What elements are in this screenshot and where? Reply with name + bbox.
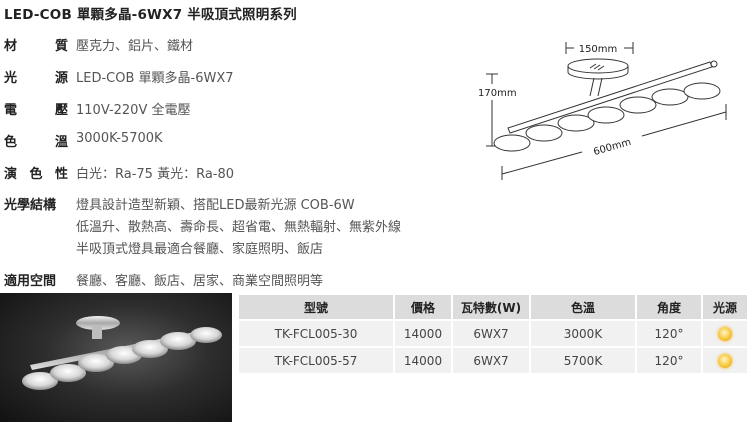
column-header-price: 價格 bbox=[395, 295, 451, 319]
product-spec-table: 型號 價格 瓦特數(W) 色溫 角度 光源 TK-FCL005-30 14000… bbox=[237, 293, 749, 375]
optical-structure-label: 光學結構 bbox=[4, 198, 57, 213]
table-row: TK-FCL005-57 14000 6WX7 5700K 120° bbox=[239, 348, 747, 373]
optical-line-2: 低溫升、散熱高、壽命長、超省電、無熱輻射、無紫外線 bbox=[76, 220, 402, 235]
warm-bulb-icon bbox=[718, 353, 732, 368]
usage-label: 適用空間 bbox=[4, 274, 57, 289]
cell-angle: 120° bbox=[637, 321, 701, 346]
product-photo-drawing bbox=[22, 316, 222, 390]
column-header-color-temp: 色溫 bbox=[531, 295, 635, 319]
cell-angle: 120° bbox=[637, 348, 701, 373]
cell-color-temp: 3000K bbox=[531, 321, 635, 346]
product-photo bbox=[0, 293, 232, 422]
spec-label-color-temp: 色溫 bbox=[4, 135, 68, 150]
spec-label-cri: 演色性 bbox=[4, 167, 68, 182]
spec-value-cri: 白光：Ra-75 黃光：Ra-80 bbox=[76, 167, 235, 182]
length-dimension-label: 600mm bbox=[592, 137, 632, 158]
cell-color-temp: 5700K bbox=[531, 348, 635, 373]
column-header-wattage: 瓦特數(W) bbox=[453, 295, 529, 319]
page-title: LED-COB 單顆多晶-6WX7 半吸頂式照明系列 bbox=[4, 7, 297, 23]
spec-value-material: 壓克力、鋁片、鐵材 bbox=[76, 39, 194, 54]
cell-model: TK-FCL005-30 bbox=[239, 321, 393, 346]
spec-value-voltage: 110V-220V 全電壓 bbox=[76, 103, 191, 118]
usage-value: 餐廳、客廳、飯店、居家、商業空間照明等 bbox=[76, 274, 324, 289]
column-header-angle: 角度 bbox=[637, 295, 701, 319]
cell-price: 14000 bbox=[395, 348, 451, 373]
spec-value-light-source: LED-COB 單顆多晶-6WX7 bbox=[76, 71, 234, 86]
table-row: TK-FCL005-30 14000 6WX7 3000K 120° bbox=[239, 321, 747, 346]
cell-light bbox=[703, 321, 747, 346]
spec-label-light-source: 光源 bbox=[4, 71, 68, 86]
cell-model: TK-FCL005-57 bbox=[239, 348, 393, 373]
table-header-row: 型號 價格 瓦特數(W) 色溫 角度 光源 bbox=[239, 295, 747, 319]
cell-wattage: 6WX7 bbox=[453, 348, 529, 373]
spec-label-voltage: 電壓 bbox=[4, 103, 68, 118]
spec-value-color-temp: 3000K-5700K bbox=[76, 131, 163, 146]
optical-line-1: 燈具設計造型新穎、搭配LED最新光源 COB-6W bbox=[76, 198, 355, 213]
column-header-light: 光源 bbox=[703, 295, 747, 319]
cell-light bbox=[703, 348, 747, 373]
cell-wattage: 6WX7 bbox=[453, 321, 529, 346]
optical-line-3: 半吸頂式燈具最適合餐廳、家庭照明、飯店 bbox=[76, 242, 324, 257]
cell-price: 14000 bbox=[395, 321, 451, 346]
column-header-model: 型號 bbox=[239, 295, 393, 319]
height-dimension-label: 170mm bbox=[478, 88, 517, 99]
warm-bulb-icon bbox=[718, 326, 732, 341]
width-dimension-label: 150mm bbox=[579, 44, 618, 55]
spec-label-material: 材質 bbox=[4, 39, 68, 54]
dimension-diagram: 150mm 170mm 600mm bbox=[478, 42, 727, 180]
